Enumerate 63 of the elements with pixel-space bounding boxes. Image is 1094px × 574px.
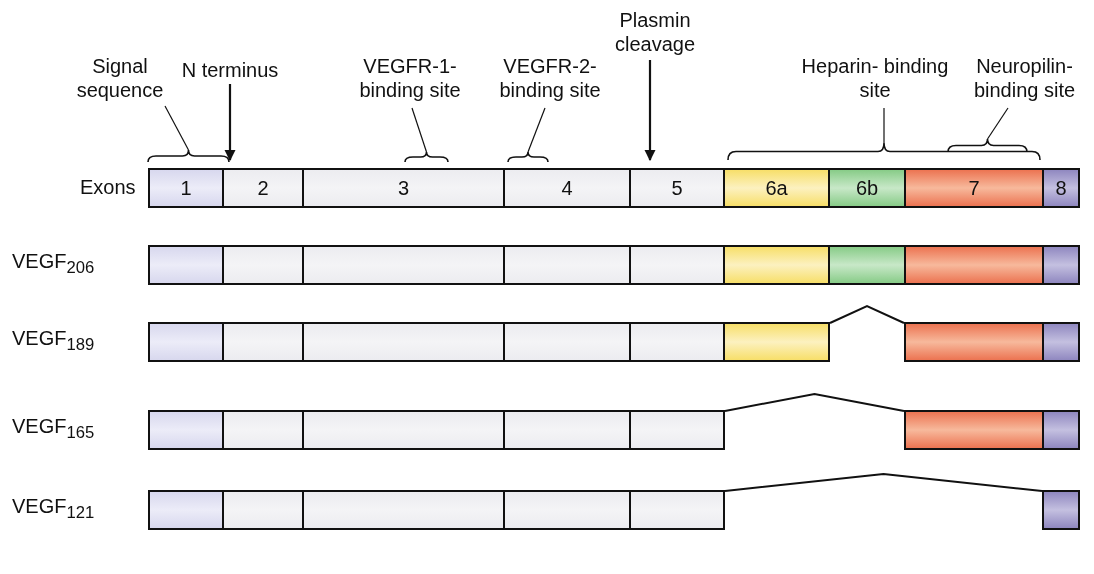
exon-box — [302, 490, 505, 530]
curly-brace — [507, 151, 549, 163]
exon-box — [503, 410, 631, 450]
exon-box — [222, 490, 304, 530]
splice-line — [724, 473, 1043, 492]
exon-box — [302, 322, 505, 362]
leader-line — [411, 107, 428, 153]
exon-box — [1042, 245, 1080, 285]
exon-box — [503, 322, 631, 362]
isoform-label: VEGF$_{121}$ — [12, 495, 95, 523]
exon-box — [148, 410, 224, 450]
isoform-label: VEGF$_{189}$ — [12, 327, 95, 355]
row-label: Exons — [80, 176, 136, 199]
curly-brace — [147, 149, 230, 163]
exon-box — [222, 410, 304, 450]
exon-box — [1042, 490, 1080, 530]
annotation-label: Heparin- binding site — [800, 54, 950, 102]
exon-box: 6b — [828, 168, 906, 208]
exon-box — [1042, 322, 1080, 362]
exon-box — [222, 322, 304, 362]
leader-line — [164, 105, 190, 151]
exon-box — [629, 245, 725, 285]
exon-box — [629, 322, 725, 362]
exon-box — [148, 490, 224, 530]
isoform-label: VEGF$_{165}$ — [12, 415, 95, 443]
exon-box: 8 — [1042, 168, 1080, 208]
curly-brace — [727, 142, 1041, 161]
leader-line — [883, 107, 885, 144]
exon-box — [222, 245, 304, 285]
exon-box — [148, 245, 224, 285]
exon-box — [904, 245, 1044, 285]
exon-box — [904, 410, 1044, 450]
arrow — [224, 84, 236, 162]
curly-brace — [947, 138, 1028, 153]
annotation-label: Plasmin cleavage — [600, 8, 710, 56]
annotation-label: N terminus — [160, 58, 300, 82]
exon-box: 6a — [723, 168, 830, 208]
splice-line — [829, 304, 905, 324]
annotation-label: Neuropilin- binding site — [955, 54, 1094, 102]
exon-box — [629, 410, 725, 450]
exon-box — [629, 490, 725, 530]
exon-box: 1 — [148, 168, 224, 208]
exon-box — [1042, 410, 1080, 450]
exon-box: 5 — [629, 168, 725, 208]
exon-box: 3 — [302, 168, 505, 208]
exon-box — [904, 322, 1044, 362]
exon-box — [302, 245, 505, 285]
exon-box — [148, 322, 224, 362]
exon-box — [723, 245, 830, 285]
exon-box — [503, 490, 631, 530]
exon-box: 7 — [904, 168, 1044, 208]
exon-box — [723, 322, 830, 362]
curly-brace — [404, 151, 449, 163]
arrow — [644, 60, 656, 162]
leader-line — [986, 107, 1009, 140]
exon-box: 4 — [503, 168, 631, 208]
exon-box — [828, 245, 906, 285]
leader-line — [527, 107, 546, 153]
isoform-label: VEGF$_{206}$ — [12, 250, 95, 278]
exon-box: 2 — [222, 168, 304, 208]
exon-box — [503, 245, 631, 285]
splice-line — [724, 393, 905, 412]
exon-box — [302, 410, 505, 450]
